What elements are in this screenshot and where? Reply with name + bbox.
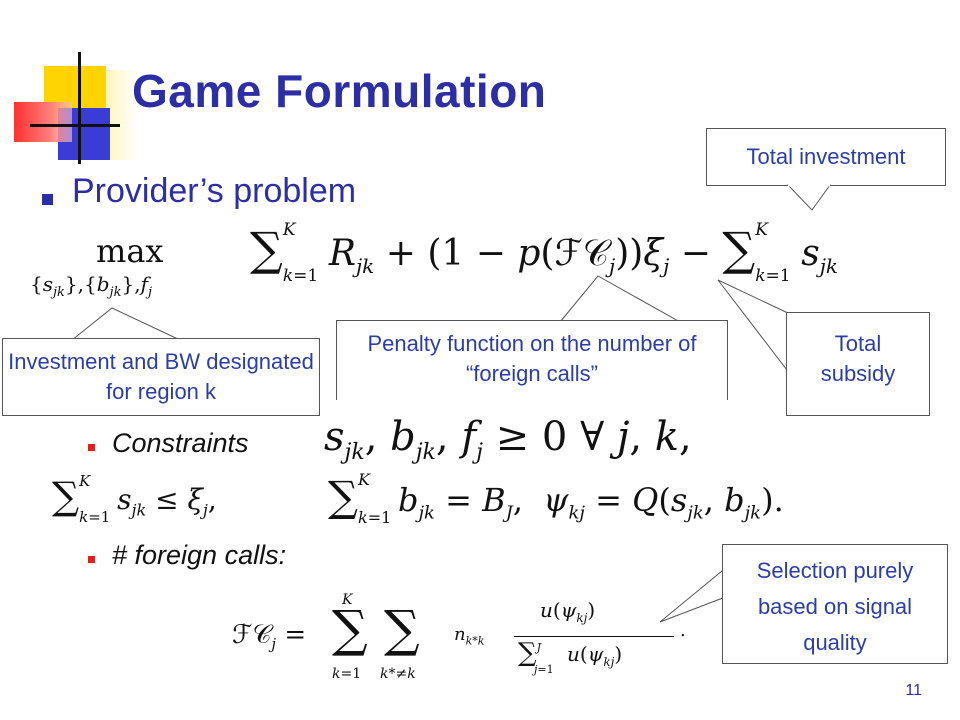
callout-investment-bw: Investment and BW designated for region … (2, 338, 320, 416)
sub-bullet-icon (88, 556, 95, 563)
constraint-nonneg: sjk, bjk, fj ≥ 0 ∀ j, k, (324, 414, 692, 465)
callout-total-subsidy: Total subsidy (786, 312, 930, 416)
callout-penalty: Penalty function on the number of “forei… (336, 320, 728, 400)
slide-title: Game Formulation (132, 65, 547, 117)
sub-bullet-icon (88, 444, 95, 451)
bullet-square-icon (42, 194, 53, 205)
callout-selection: Selection purely based on signal quality (722, 544, 948, 664)
objective-max: max (96, 232, 164, 270)
logo-horizontal-line (30, 124, 120, 127)
sub-bullet-constraints: Constraints (112, 428, 249, 458)
logo-red-square (14, 102, 72, 142)
foreign-calls-equation: ℱ𝒞j = K ∑ k=1 ∑ k*≠k nk*k u(ψkj) ∑Jj=1 u… (232, 592, 686, 682)
page-number: 11 (905, 682, 922, 699)
bullet-providers-problem: Provider’s problem (72, 172, 357, 210)
sub-bullet-foreign-calls: # foreign calls: (112, 540, 287, 570)
callout-total-investment-tail (786, 183, 831, 211)
objective-subscript: {sjk},{bjk},fj (30, 272, 152, 300)
callout-total-subsidy-tail (717, 279, 791, 376)
logo-vertical-line (78, 52, 81, 164)
callout-total-investment: Total investment (706, 128, 946, 186)
